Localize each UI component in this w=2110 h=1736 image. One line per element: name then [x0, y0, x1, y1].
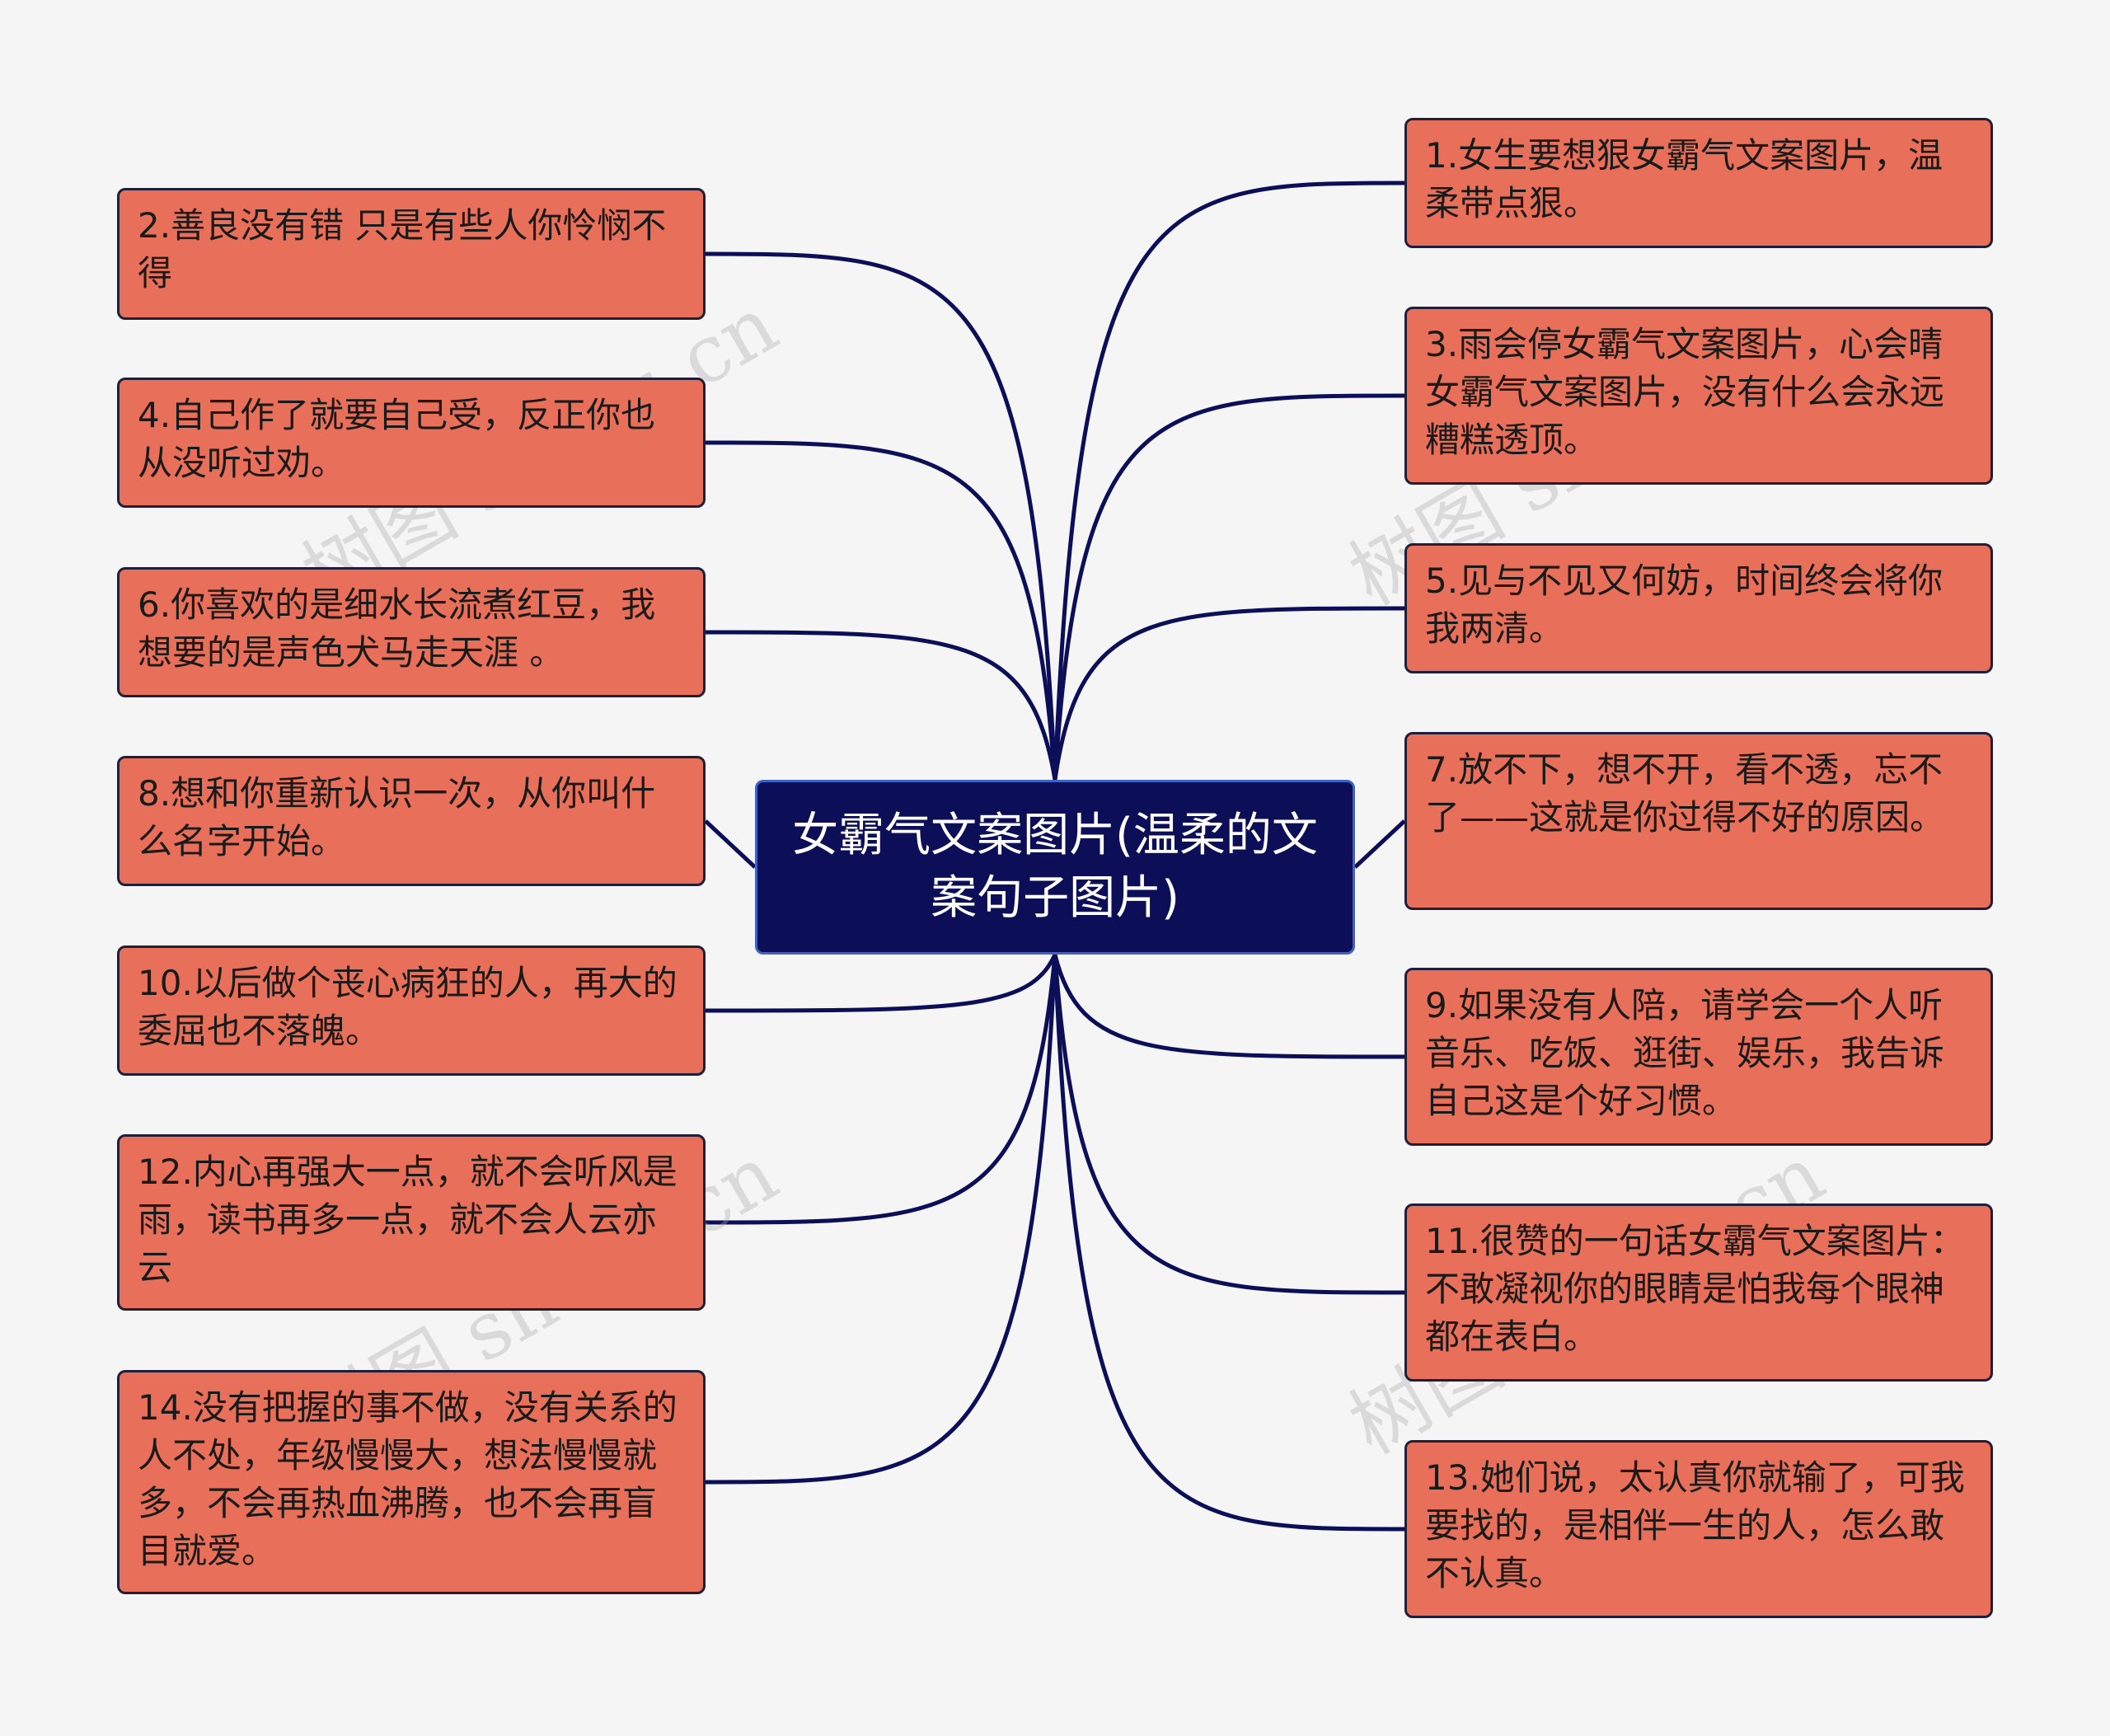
right-connector	[1053, 954, 1405, 1295]
right-node-1[interactable]: 1.女生要想狠女霸气文案图片，温柔带点狠。	[1404, 118, 1993, 248]
right-node-6[interactable]: 11.很赞的一句话女霸气文案图片：不敢凝视你的眼睛是怕我每个眼神都在表白。	[1404, 1203, 1993, 1382]
left-node-4[interactable]: 8.想和你重新认识一次，从你叫什么名字开始。	[117, 756, 706, 886]
left-connector	[704, 819, 757, 869]
left-node-3[interactable]: 6.你喜欢的是细水长流煮红豆，我想要的是声色犬马走天涯 。	[117, 567, 706, 697]
right-connector	[1353, 819, 1406, 869]
left-connector	[705, 954, 1057, 1485]
left-node-1[interactable]: 2.善良没有错 只是有些人你怜悯不得	[117, 188, 706, 320]
right-connector	[1053, 181, 1405, 781]
right-connector	[1053, 954, 1405, 1532]
central-topic-label: 女霸气文案图片(温柔的文案句子图片)	[792, 809, 1318, 925]
right-connector	[1053, 954, 1405, 1059]
left-connector	[705, 251, 1057, 781]
left-connector	[705, 953, 1057, 1013]
right-node-2[interactable]: 3.雨会停女霸气文案图片，心会晴女霸气文案图片，没有什么会永远糟糕透顶。	[1404, 307, 1993, 485]
right-node-4[interactable]: 7.放不下，想不开，看不透，忘不了——这就是你过得不好的原因。	[1404, 732, 1993, 910]
right-node-5[interactable]: 9.如果没有人陪，请学会一个人听音乐、吃饭、逛街、娱乐，我告诉自己这是个好习惯。	[1404, 968, 1993, 1146]
right-node-7[interactable]: 13.她们说，太认真你就输了，可我要找的，是相伴一生的人，怎么敢不认真。	[1404, 1440, 1993, 1618]
right-node-3[interactable]: 5.见与不见又何妨，时间终会将你我两清。	[1404, 543, 1993, 673]
left-node-6[interactable]: 12.内心再强大一点，就不会听风是雨，读书再多一点，就不会人云亦云	[117, 1134, 706, 1311]
right-connector	[1053, 606, 1405, 781]
left-connector	[705, 954, 1057, 1225]
left-node-7[interactable]: 14.没有把握的事不做，没有关系的人不处，年级慢慢大，想法慢慢就多，不会再热血沸…	[117, 1370, 706, 1594]
left-connector	[705, 440, 1057, 781]
left-node-2[interactable]: 4.自己作了就要自己受，反正你也从没听过劝。	[117, 378, 706, 508]
left-connector	[705, 630, 1057, 781]
left-node-5[interactable]: 10.以后做个丧心病狂的人，再大的委屈也不落魄。	[117, 945, 706, 1076]
central-topic[interactable]: 女霸气文案图片(温柔的文案句子图片)	[755, 780, 1355, 955]
right-connector	[1053, 393, 1405, 781]
